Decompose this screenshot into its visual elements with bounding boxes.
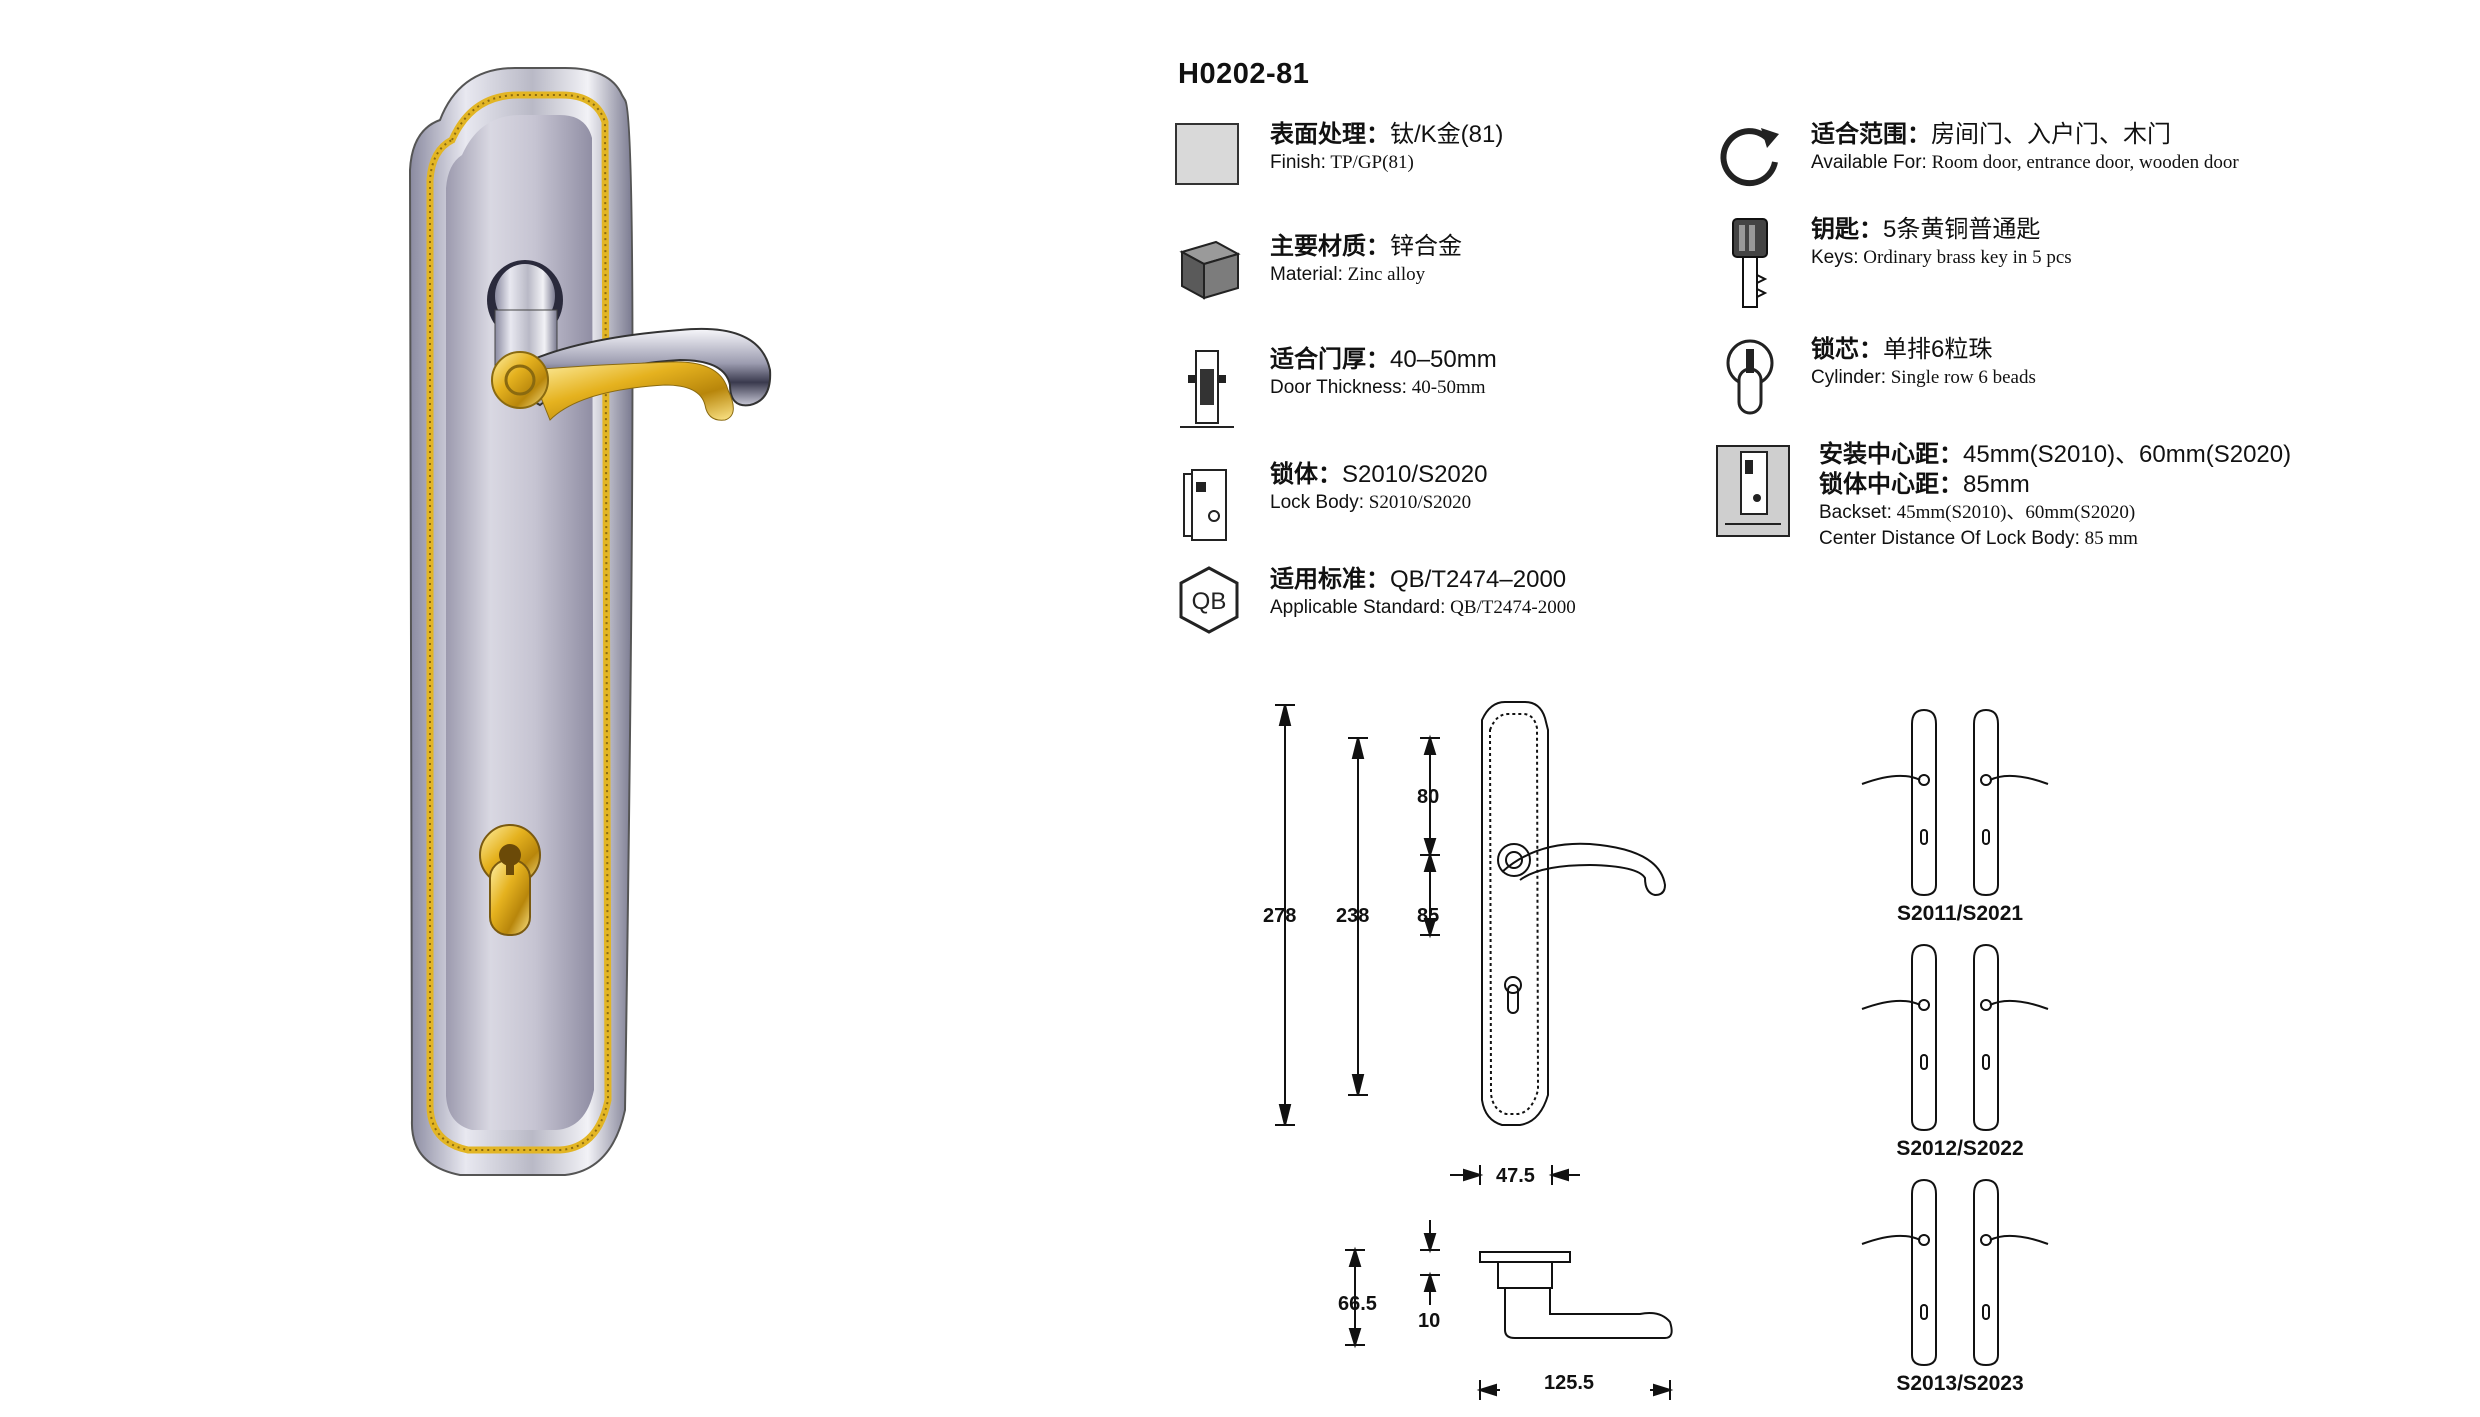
rotate-arrow-icon xyxy=(1720,128,1779,187)
dim-rose-thickness: 10 xyxy=(1418,1310,1441,1332)
technical-drawing-side xyxy=(1345,1220,1674,1400)
thickness-en-label: Door Thickness: xyxy=(1270,377,1407,398)
variant-3-label: S2013/S2023 xyxy=(1896,1372,2024,1395)
available-en-label: Available For: xyxy=(1811,152,1927,173)
spec-door-thickness: 适合门厚：40–50mm Door Thickness: 40-50mm xyxy=(1174,345,1497,435)
available-zh-label: 适合范围： xyxy=(1811,121,1931,148)
thickness-zh-label: 适合门厚： xyxy=(1270,346,1390,373)
lockbody-en-label: Lock Body: xyxy=(1270,492,1364,513)
lockbody-zh-value: S2010/S2020 xyxy=(1342,461,1488,488)
center-distance-en-value: 85 mm xyxy=(2079,528,2138,549)
variant-1-label: S2011/S2021 xyxy=(1896,902,2024,925)
cylinder-icon xyxy=(1726,339,1774,415)
center-distance-zh-value: 85mm xyxy=(1963,471,2030,498)
variant-2-drawing xyxy=(1861,943,2049,1132)
spec-keys: 钥匙：5条黄铜普通匙 Keys: Ordinary brass key in 5… xyxy=(1715,215,2072,315)
dim-lower: 85 xyxy=(1417,905,1440,927)
material-cube-icon xyxy=(1179,240,1241,300)
dim-upper: 80 xyxy=(1417,786,1440,808)
variants-group: S2011/S2021 S2012/S2022 S2013/S2023 xyxy=(1850,700,2070,1400)
svg-text:QB: QB xyxy=(1192,588,1227,615)
spec-standard: QB 适用标准：QB/T2474–2000 Applicable Standar… xyxy=(1174,565,1576,635)
spec-backset: 安装中心距：45mm(S2010)、60mm(S2020) 锁体中心距：85mm… xyxy=(1715,440,2291,552)
lock-body-icon xyxy=(1183,469,1227,541)
spec-cylinder: 锁芯：单排6粒珠 Cylinder: Single row 6 beads xyxy=(1715,335,2036,425)
finish-en-value: TP/GP(81) xyxy=(1325,152,1414,173)
finish-swatch-icon xyxy=(1175,123,1239,185)
center-distance-zh-label: 锁体中心距： xyxy=(1819,471,1963,498)
finish-zh-value: 钛/K金(81) xyxy=(1390,121,1504,148)
qb-standard-icon: QB xyxy=(1179,566,1239,634)
thickness-zh-value: 40–50mm xyxy=(1390,346,1497,373)
material-zh-value: 锌合金 xyxy=(1390,233,1462,260)
technical-drawing-front xyxy=(1275,701,1667,1185)
spec-lock-body: 锁体：S2010/S2020 Lock Body: S2010/S2020 xyxy=(1174,460,1487,550)
cylinder-en-label: Cylinder: xyxy=(1811,367,1886,388)
key-icon xyxy=(1732,218,1768,308)
keys-en-label: Keys: xyxy=(1811,247,1859,268)
dim-plate-height: 238 xyxy=(1336,905,1370,927)
cylinder-zh-label: 锁芯： xyxy=(1811,336,1883,363)
variant-2-label: S2012/S2022 xyxy=(1896,1137,2024,1160)
dim-handle-height: 66.5 xyxy=(1338,1293,1377,1315)
backset-lock-icon xyxy=(1716,445,1790,537)
standard-en-label: Applicable Standard: xyxy=(1270,597,1446,618)
backset-en-label: Backset: xyxy=(1819,502,1892,523)
dim-width: 47.5 xyxy=(1496,1165,1535,1187)
standard-zh-value: QB/T2474–2000 xyxy=(1390,566,1567,593)
lockbody-zh-label: 锁体： xyxy=(1270,461,1342,488)
dim-total-height: 278 xyxy=(1263,905,1297,927)
finish-en-label: Finish: xyxy=(1270,152,1326,173)
available-en-value: Room door, entrance door, wooden door xyxy=(1926,152,2239,173)
material-en-label: Material: xyxy=(1270,264,1343,285)
keys-zh-value: 5条黄铜普通匙 xyxy=(1883,216,2041,243)
product-photo xyxy=(408,67,772,1176)
backset-en-value: 45mm(S2010)、60mm(S2020) xyxy=(1891,502,2136,523)
thickness-en-value: 40-50mm xyxy=(1406,377,1486,398)
product-code: H0202-81 xyxy=(1178,58,1310,90)
finish-zh-label: 表面处理： xyxy=(1270,121,1390,148)
dim-handle-length: 125.5 xyxy=(1544,1372,1595,1394)
keys-zh-label: 钥匙： xyxy=(1811,216,1883,243)
cylinder-en-value: Single row 6 beads xyxy=(1885,367,2036,388)
variant-3-drawing xyxy=(1861,1178,2049,1367)
keys-en-value: Ordinary brass key in 5 pcs xyxy=(1858,247,2072,268)
material-zh-label: 主要材质： xyxy=(1270,233,1390,260)
backset-zh-value: 45mm(S2010)、60mm(S2020) xyxy=(1963,441,2292,468)
cylinder-zh-value: 单排6粒珠 xyxy=(1883,336,1993,363)
door-thickness-icon xyxy=(1180,350,1234,428)
standard-en-value: QB/T2474-2000 xyxy=(1445,597,1576,618)
spec-finish: 表面处理：钛/K金(81) Finish: TP/GP(81) xyxy=(1174,120,1503,190)
lockbody-en-value: S2010/S2020 xyxy=(1364,492,1472,513)
spec-available-for: 适合范围：房间门、入户门、木门 Available For: Room door… xyxy=(1715,120,2239,190)
available-zh-value: 房间门、入户门、木门 xyxy=(1931,121,2171,148)
spec-material: 主要材质：锌合金 Material: Zinc alloy xyxy=(1174,232,1462,302)
material-en-value: Zinc alloy xyxy=(1342,264,1426,285)
variant-1-drawing xyxy=(1861,708,2049,897)
backset-zh-label: 安装中心距： xyxy=(1819,441,1963,468)
standard-zh-label: 适用标准： xyxy=(1270,566,1390,593)
center-distance-en-label: Center Distance Of Lock Body: xyxy=(1819,528,2080,549)
